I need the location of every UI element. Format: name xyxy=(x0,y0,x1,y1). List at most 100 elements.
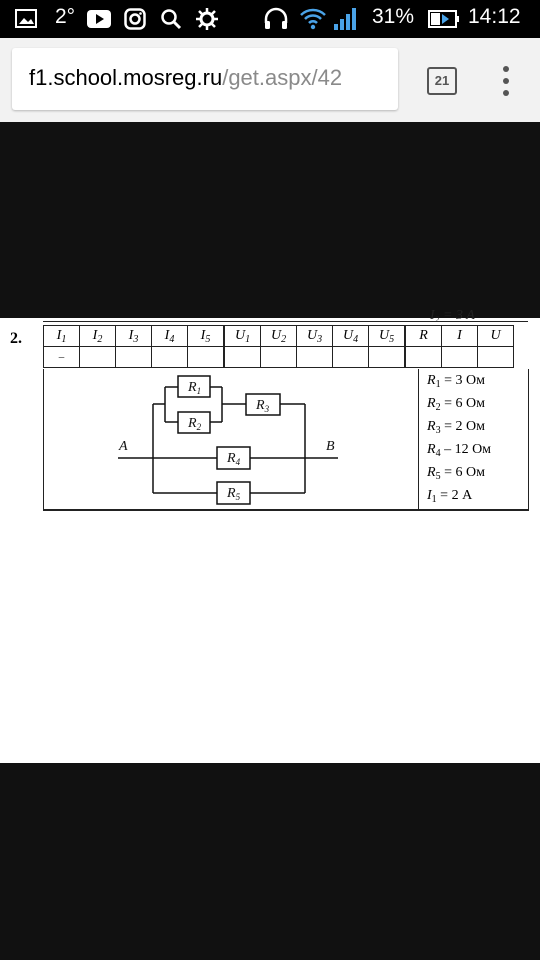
table-value-cell xyxy=(115,346,152,368)
table-header-cell: I5 xyxy=(187,325,225,347)
frame-left-line xyxy=(43,369,44,510)
svg-text:R5: R5 xyxy=(226,486,241,502)
resistor-r1 xyxy=(177,375,211,398)
header-symbol: U xyxy=(306,327,318,343)
node-b-label: B xyxy=(326,439,335,454)
wifi-icon xyxy=(298,7,328,31)
cutoff-text: I₂ = 3 A xyxy=(430,308,475,323)
table-header-cell: U2 xyxy=(260,325,297,347)
temperature: 2° xyxy=(55,5,76,28)
search-icon xyxy=(158,7,184,31)
header-subscript: 3 xyxy=(133,333,139,345)
table-header-cell: I3 xyxy=(115,325,152,347)
address-bar[interactable]: f1.school.mosreg.ru/get.aspx/42 xyxy=(12,48,398,110)
table-header-cell: U1 xyxy=(223,325,261,347)
resistor-r2 xyxy=(177,411,211,434)
table-header-cell: I4 xyxy=(151,325,188,347)
header-subscript: 1 xyxy=(61,333,67,345)
browser-toolbar: f1.school.mosreg.ru/get.aspx/42 21 xyxy=(0,38,540,122)
overflow-menu-button[interactable] xyxy=(496,66,516,96)
header-symbol: U xyxy=(234,327,246,343)
url-path: /get.aspx/42 xyxy=(222,65,343,90)
table-value-cell xyxy=(441,346,478,368)
youtube-icon xyxy=(86,7,112,31)
image-icon xyxy=(14,7,40,31)
header-symbol: I xyxy=(164,327,170,343)
headphones-icon xyxy=(262,7,290,31)
header-subscript: 2 xyxy=(281,333,287,345)
given-symbol: R xyxy=(427,419,436,434)
battery-percent: 31% xyxy=(372,5,415,28)
given-value: = 6 Ом xyxy=(440,465,485,480)
resistor-r3 xyxy=(245,393,281,416)
r2-sub: 2 xyxy=(197,422,202,432)
node-a-label: A xyxy=(118,439,128,454)
instagram-icon xyxy=(122,7,148,31)
header-subscript: 5 xyxy=(389,333,395,345)
r2-label: R xyxy=(187,416,197,431)
given-symbol: R xyxy=(427,465,436,480)
header-symbol: I xyxy=(92,327,98,343)
table-value-cell xyxy=(368,346,406,368)
r4-sub: 4 xyxy=(236,457,241,467)
given-line: R5 = 6 Ом xyxy=(427,463,491,486)
r3-sub: 3 xyxy=(264,404,270,414)
given-subscript: 2 xyxy=(435,402,441,413)
header-symbol: I xyxy=(457,327,462,343)
frame-divider-line xyxy=(418,369,419,510)
header-symbol: I xyxy=(200,327,206,343)
given-subscript: 3 xyxy=(435,425,441,436)
table-value-cell xyxy=(404,346,442,368)
clock: 14:12 xyxy=(468,5,521,28)
header-subscript: 2 xyxy=(97,333,103,345)
given-symbol: R xyxy=(427,373,436,388)
r3-label: R xyxy=(255,398,265,413)
battery-icon xyxy=(428,7,460,31)
table-value-cell: – xyxy=(43,346,80,368)
given-symbol: R xyxy=(427,396,436,411)
table-value-cell xyxy=(223,346,261,368)
svg-text:R2: R2 xyxy=(187,416,202,432)
header-symbol: U xyxy=(490,327,501,343)
given-value: = 2 Ом xyxy=(440,419,485,434)
frame-right-line xyxy=(528,369,529,510)
given-value: – 12 Ом xyxy=(440,442,492,457)
url-text[interactable]: f1.school.mosreg.ru/get.aspx/42 xyxy=(29,65,342,91)
table-header-cell: U3 xyxy=(296,325,333,347)
task-number: 2. xyxy=(10,330,22,347)
table-value-cell xyxy=(477,346,514,368)
given-line: R1 = 3 Ом xyxy=(427,371,491,394)
r1-sub: 1 xyxy=(197,386,202,396)
given-subscript: 4 xyxy=(435,448,441,459)
r5-label: R xyxy=(226,486,236,501)
resistor-r4 xyxy=(216,446,251,470)
given-line: R2 = 6 Ом xyxy=(427,394,491,417)
header-symbol: I xyxy=(128,327,134,343)
r5-sub: 5 xyxy=(236,492,241,502)
header-subscript: 4 xyxy=(169,333,175,345)
table-header-cell: U4 xyxy=(332,325,369,347)
tab-switcher-button[interactable]: 21 xyxy=(427,67,457,95)
resistor-r5 xyxy=(216,481,251,505)
given-line: R3 = 2 Ом xyxy=(427,417,491,440)
given-subscript: 5 xyxy=(435,471,441,482)
svg-text:R4: R4 xyxy=(226,451,241,467)
table-value-cell xyxy=(296,346,333,368)
frame-bottom-line xyxy=(43,509,529,511)
table-header-cell: U xyxy=(477,325,514,347)
page-dark-area xyxy=(0,122,540,318)
header-symbol: R xyxy=(419,327,428,343)
table-header-cell: I1 xyxy=(43,325,80,347)
table-value-cell xyxy=(187,346,225,368)
header-symbol: U xyxy=(270,327,282,343)
table-header-cell: I xyxy=(441,325,478,347)
header-symbol: U xyxy=(378,327,390,343)
header-subscript: 4 xyxy=(353,333,359,345)
signal-icon xyxy=(332,7,360,31)
table-value-cell xyxy=(79,346,116,368)
given-subscript: 1 xyxy=(435,379,441,390)
table-value-row: – xyxy=(43,346,514,368)
